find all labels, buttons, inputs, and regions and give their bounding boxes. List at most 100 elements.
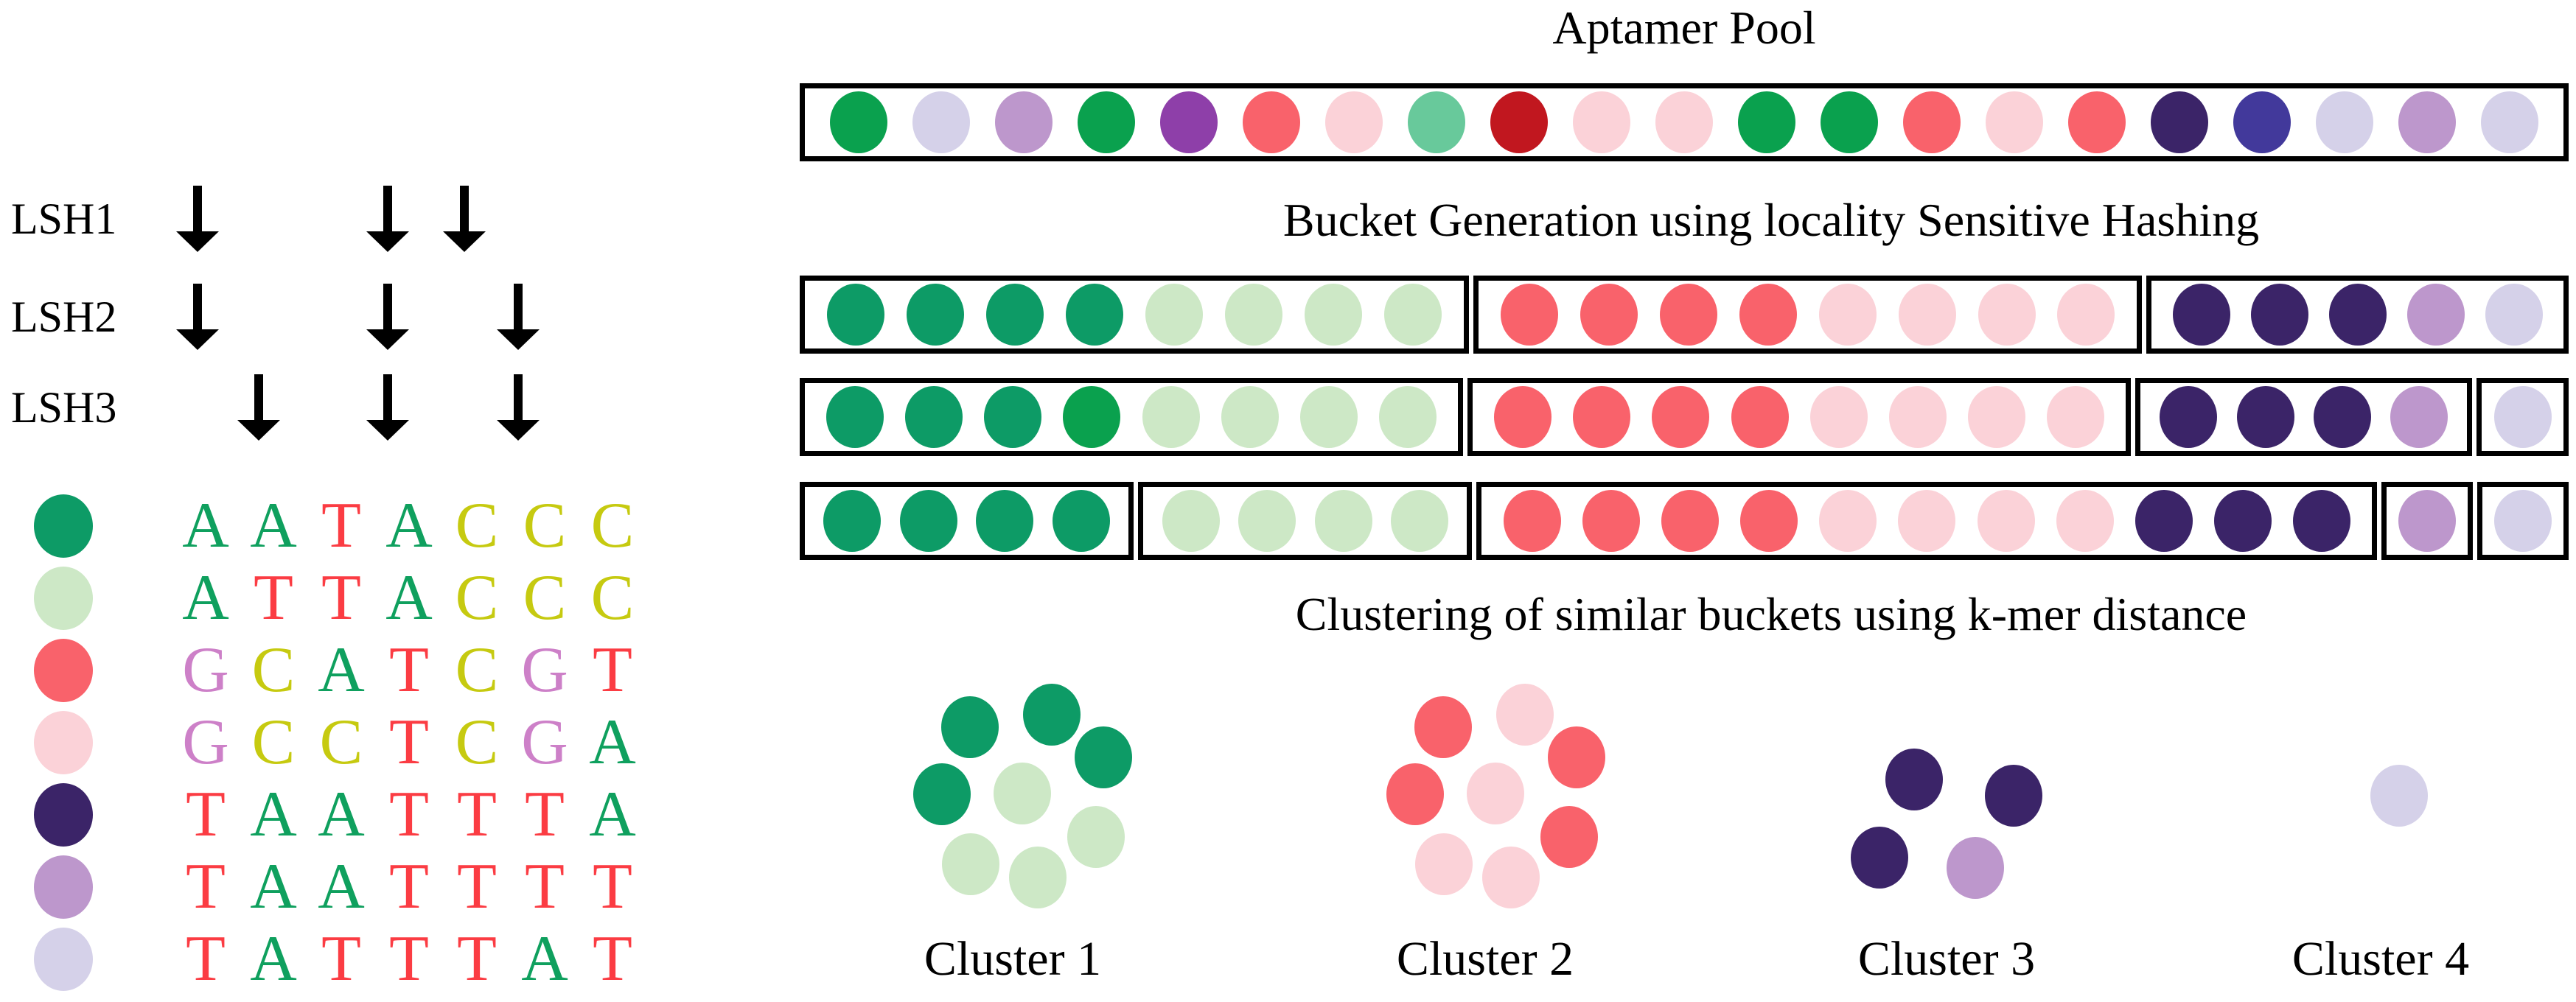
bucket-dot-teal [1065, 284, 1123, 346]
arrow-stem [383, 284, 392, 329]
base-letter-C: C [590, 562, 635, 634]
aptamer-dot-green [830, 91, 887, 153]
bucket-dot-light_green [1390, 490, 1448, 552]
bucket-generation-title: Bucket Generation using locality Sensiti… [1282, 194, 2260, 246]
bucket-row-3 [800, 482, 2569, 560]
bucket-dot-light_green [1299, 386, 1358, 448]
lsh-row-label: LSH2 [11, 292, 117, 341]
cluster-dot-salmon [1540, 806, 1598, 868]
bucket-dot-pink [1809, 386, 1868, 448]
bucket-dot-mauve [2406, 284, 2465, 346]
arrow-head [497, 420, 540, 441]
base-letter-C: C [251, 707, 296, 778]
bucket-dot-light_green [1383, 284, 1442, 346]
bucket-dot-salmon [1731, 386, 1789, 448]
cluster-dot-indigo [1985, 765, 2042, 827]
base-letter-A: A [182, 490, 229, 561]
down-arrow-icon [366, 284, 409, 350]
bucket-dot-light_green [1378, 386, 1437, 448]
base-letter-A: A [521, 923, 568, 995]
bucket-dot-teal [906, 284, 964, 346]
base-letter-C: C [590, 490, 635, 561]
aptamer-dot-pink [1655, 91, 1713, 153]
bucket-dot-light_green [1304, 284, 1362, 346]
aptamer-dot-pink [1573, 91, 1630, 153]
cluster-dot-teal [913, 763, 971, 825]
bucket-dot-teal [985, 284, 1044, 346]
base-letter-A: A [318, 634, 365, 706]
base-letter-C: C [455, 707, 499, 778]
bucket-box [1473, 276, 2143, 354]
aptamer-dot-lavender [2316, 91, 2373, 153]
bucket-dot-pink [1898, 284, 1956, 346]
cluster-dot-salmon [1386, 763, 1444, 825]
down-arrow-icon [443, 186, 486, 252]
bucket-row-2 [800, 378, 2569, 456]
bucket-box [2477, 482, 2569, 560]
bucket-dot-salmon [1661, 490, 1719, 552]
base-letter-T: T [525, 779, 565, 850]
arrow-head [366, 420, 409, 441]
arrow-stem [460, 186, 469, 231]
base-letter-T: T [186, 923, 226, 995]
legend-color-dot-teal [34, 494, 93, 558]
bucket-dot-pink [2057, 284, 2115, 346]
bucket-row-1 [800, 276, 2569, 354]
arrow-head [237, 420, 280, 441]
bucket-box [2135, 378, 2473, 456]
aptamer-dot-seafoam [1408, 91, 1465, 153]
bucket-box [800, 482, 1134, 560]
legend-color-dot-indigo [34, 783, 93, 847]
bucket-dot-indigo [2214, 490, 2272, 552]
bucket-dot-indigo [2236, 386, 2294, 448]
bucket-dot-lavender [2494, 490, 2552, 552]
bucket-box [2381, 482, 2474, 560]
aptamer-dot-lavender [912, 91, 970, 153]
cluster-dot-indigo [1851, 827, 1908, 889]
base-letter-T: T [457, 851, 497, 922]
bucket-dot-teal [976, 490, 1034, 552]
cluster-dot-teal [1023, 684, 1081, 746]
bucket-dot-pink [1818, 284, 1877, 346]
down-arrow-icon [237, 374, 280, 441]
base-letter-T: T [321, 490, 361, 561]
lsh-row-label: LSH1 [11, 195, 117, 243]
arrow-stem [254, 374, 263, 420]
arrow-stem [193, 284, 202, 329]
cluster-dot-salmon [1548, 726, 1605, 788]
bucket-dot-salmon [1652, 386, 1710, 448]
bucket-dot-indigo [2293, 490, 2351, 552]
bucket-dot-pink [1819, 490, 1877, 552]
base-letter-T: T [457, 779, 497, 850]
bucket-dot-salmon [1659, 284, 1717, 346]
cluster-dot-light_green [994, 763, 1051, 824]
base-letter-A: A [250, 923, 297, 995]
base-letter-T: T [321, 923, 361, 995]
arrow-head [176, 231, 219, 252]
base-letter-C: C [251, 634, 296, 706]
base-letter-C: C [455, 634, 499, 706]
base-letter-G: G [521, 707, 568, 778]
arrow-stem [514, 374, 523, 420]
base-letter-A: A [182, 562, 229, 634]
base-letter-G: G [182, 707, 229, 778]
bucket-dot-salmon [1573, 386, 1631, 448]
aptamer-pool-box [800, 83, 2569, 161]
arrow-stem [514, 284, 523, 329]
bucket-dot-teal [899, 490, 957, 552]
cluster-dot-light_green [1009, 847, 1067, 908]
bucket-dot-green [1063, 386, 1121, 448]
cluster-dot-mauve [1947, 837, 2004, 899]
base-letter-T: T [593, 923, 632, 995]
cluster-dot-salmon [1414, 696, 1472, 758]
base-letter-T: T [254, 562, 293, 634]
bucket-dot-salmon [1740, 490, 1798, 552]
bucket-dot-mauve [2390, 386, 2448, 448]
bucket-dot-teal [905, 386, 963, 448]
aptamer-dot-green [1821, 91, 1878, 153]
down-arrow-icon [176, 186, 219, 252]
